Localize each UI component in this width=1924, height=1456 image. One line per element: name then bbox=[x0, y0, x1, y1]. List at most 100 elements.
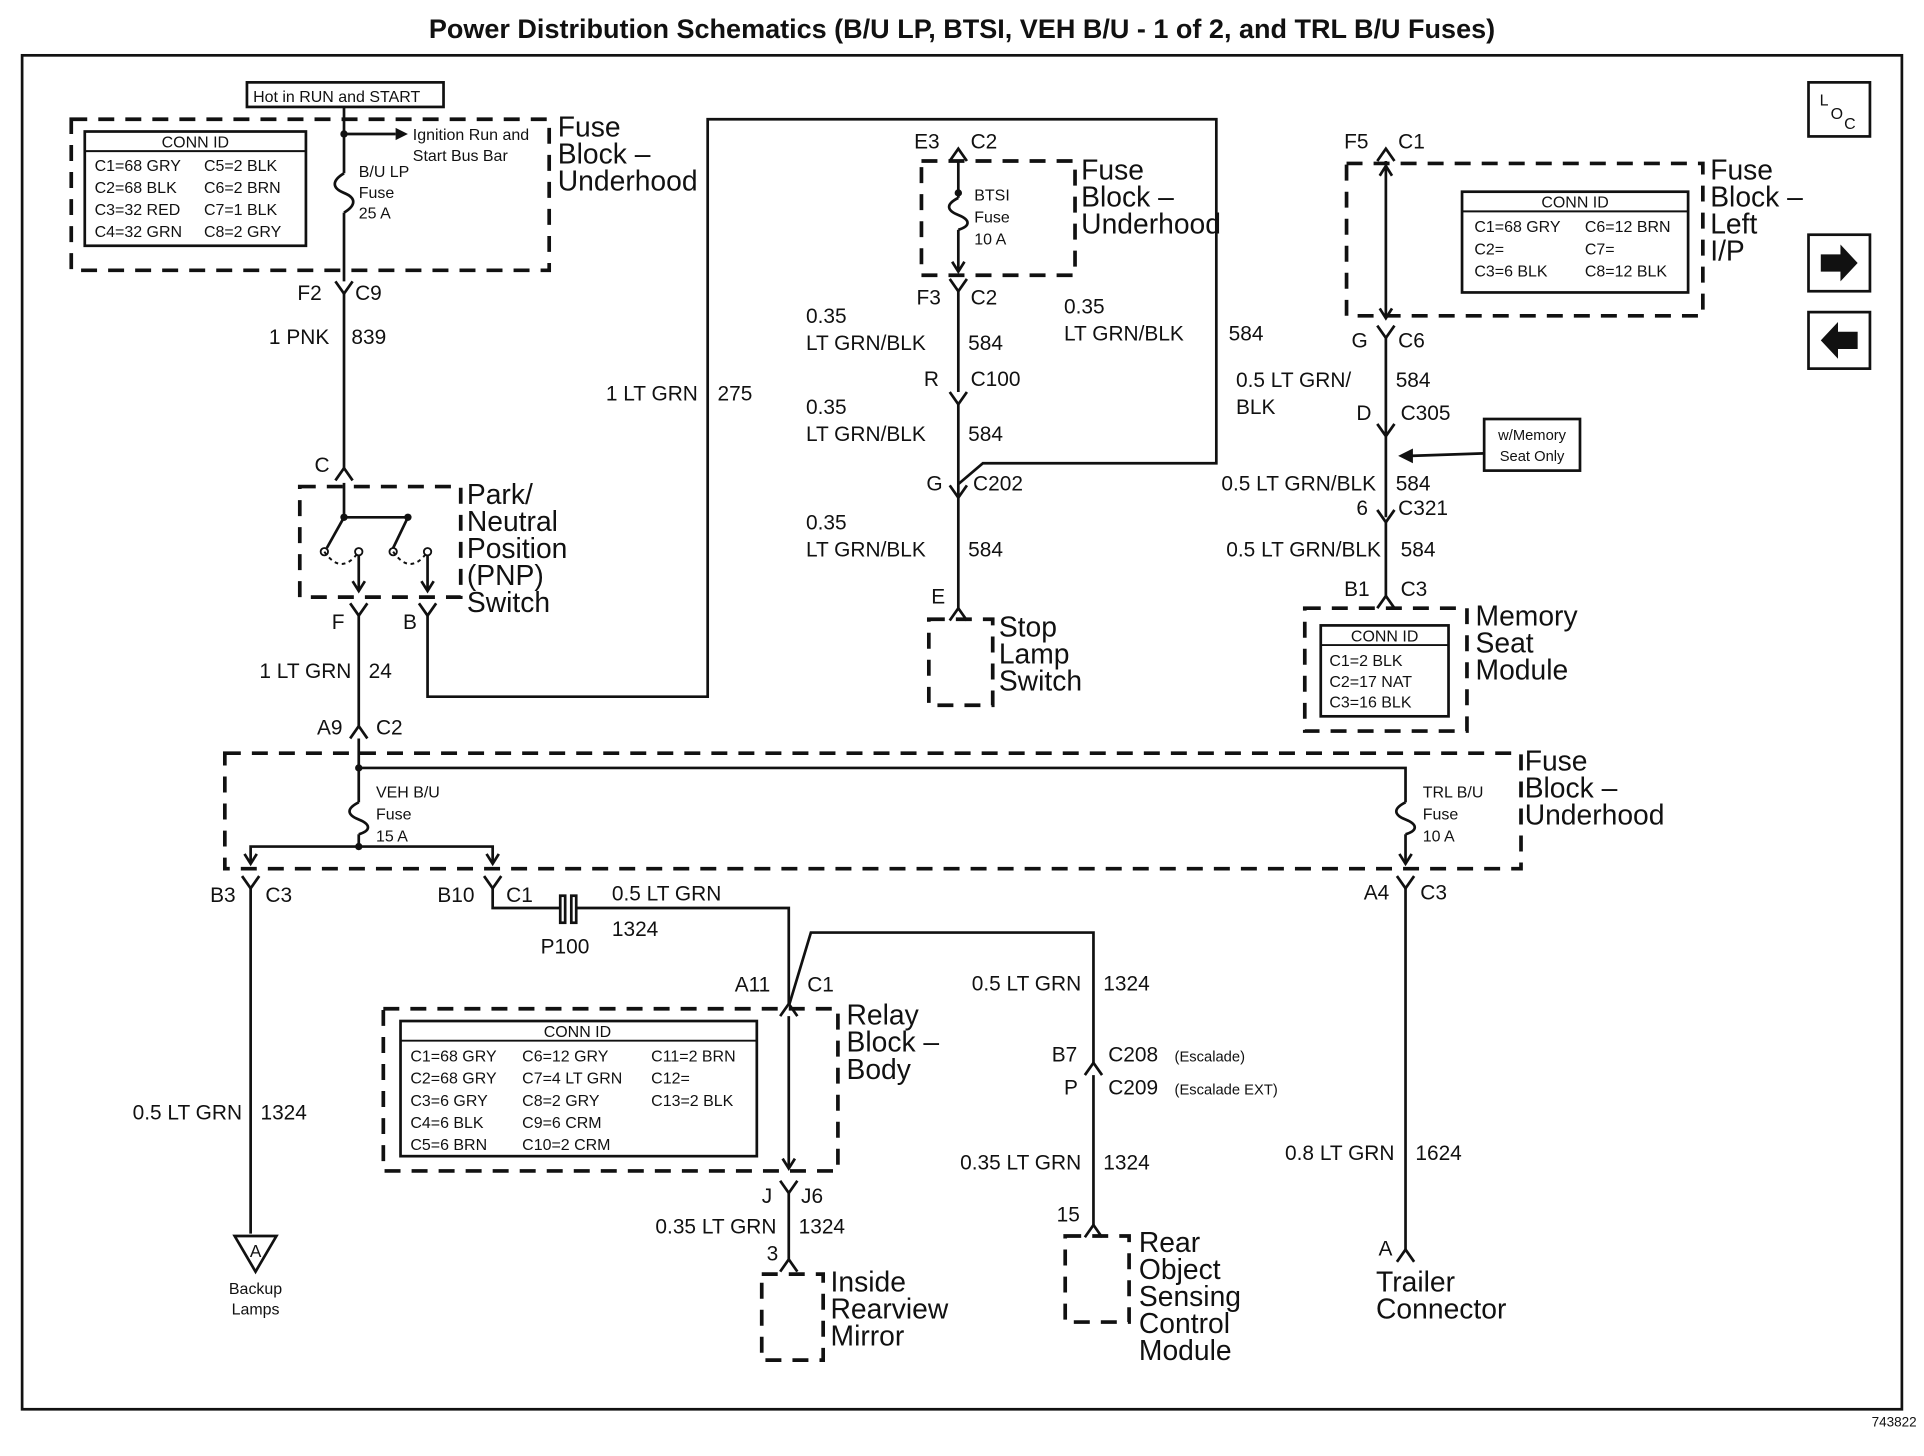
svg-text:C3: C3 bbox=[265, 884, 292, 907]
stop-lamp-switch-outline bbox=[926, 617, 995, 708]
svg-text:C2: C2 bbox=[971, 287, 998, 310]
svg-text:P: P bbox=[1064, 1077, 1078, 1100]
svg-text:D: D bbox=[1356, 402, 1371, 425]
svg-text:584: 584 bbox=[968, 539, 1003, 562]
next-page-button[interactable] bbox=[1807, 233, 1872, 293]
svg-text:C6=2 BRN: C6=2 BRN bbox=[204, 180, 281, 197]
svg-text:275: 275 bbox=[718, 383, 753, 406]
bu-lp-fuse: B/U LP Fuse 25 A bbox=[333, 164, 410, 282]
svg-text:C100: C100 bbox=[971, 368, 1021, 391]
svg-text:B10: B10 bbox=[437, 884, 474, 907]
svg-text:Seat Only: Seat Only bbox=[1500, 449, 1565, 465]
mirror-outline bbox=[759, 1272, 826, 1362]
svg-text:Trailer: Trailer bbox=[1376, 1265, 1455, 1297]
conn-id-table-underhood: CONN ID C1=68 GRY C5=2 BLK C2=68 BLK C6=… bbox=[83, 130, 308, 248]
svg-text:Switch: Switch bbox=[999, 665, 1082, 697]
svg-text:LT GRN/BLK: LT GRN/BLK bbox=[806, 332, 926, 355]
svg-text:I/P: I/P bbox=[1710, 235, 1745, 267]
rear-object-sensing-outline bbox=[1063, 1234, 1131, 1324]
wire-1324-p100: 0.5 LT GRN 1324 bbox=[491, 883, 791, 1007]
svg-text:C13=2 BLK: C13=2 BLK bbox=[651, 1093, 733, 1110]
svg-text:C6: C6 bbox=[1398, 330, 1425, 353]
svg-text:C9=6 CRM: C9=6 CRM bbox=[522, 1115, 601, 1132]
svg-text:584: 584 bbox=[1401, 539, 1436, 562]
svg-text:C: C bbox=[1844, 116, 1856, 133]
connector-a-trailer: A bbox=[1378, 1238, 1416, 1263]
svg-text:B7: B7 bbox=[1052, 1044, 1078, 1067]
connector-6-c321: 6 C321 bbox=[1356, 497, 1448, 525]
prev-page-button[interactable] bbox=[1807, 310, 1872, 370]
svg-text:Fuse: Fuse bbox=[376, 807, 412, 824]
fuse-block-left-ip-label: Fuse Block – Left I/P bbox=[1710, 153, 1803, 266]
svg-text:B3: B3 bbox=[210, 884, 236, 907]
svg-text:C5=2 BLK: C5=2 BLK bbox=[204, 158, 278, 175]
rear-object-sensing-label: Rear Object Sensing Control Module bbox=[1139, 1226, 1241, 1366]
fuse-block-underhood-1-outline bbox=[69, 117, 552, 273]
svg-text:1324: 1324 bbox=[1103, 1152, 1149, 1175]
wire-1324-rso: 0.35 LT GRN 1324 bbox=[960, 1075, 1150, 1225]
svg-text:0.5 LT GRN: 0.5 LT GRN bbox=[133, 1101, 242, 1124]
svg-text:(Escalade EXT): (Escalade EXT) bbox=[1175, 1083, 1278, 1099]
connector-15-rso: 15 bbox=[1057, 1203, 1104, 1239]
svg-text:C1=2 BLK: C1=2 BLK bbox=[1329, 653, 1403, 670]
svg-text:15: 15 bbox=[1057, 1203, 1080, 1226]
svg-text:(PNP): (PNP) bbox=[467, 559, 544, 591]
svg-text:C3: C3 bbox=[1401, 578, 1428, 601]
svg-text:584: 584 bbox=[968, 332, 1003, 355]
svg-text:C9: C9 bbox=[355, 282, 382, 305]
connector-3-mirror: 3 bbox=[767, 1243, 799, 1273]
svg-text:584: 584 bbox=[1396, 472, 1431, 495]
svg-text:TRL B/U: TRL B/U bbox=[1423, 784, 1484, 801]
svg-text:Memory: Memory bbox=[1476, 599, 1579, 631]
svg-text:1324: 1324 bbox=[260, 1101, 306, 1124]
svg-text:C321: C321 bbox=[1398, 497, 1448, 520]
svg-text:P100: P100 bbox=[541, 935, 590, 958]
wire-584-right-upper: 0.35 LT GRN/BLK 584 bbox=[1064, 295, 1263, 345]
svg-text:6: 6 bbox=[1356, 497, 1368, 520]
svg-text:A9: A9 bbox=[317, 717, 343, 740]
svg-text:0.35: 0.35 bbox=[806, 512, 847, 535]
svg-text:C12=: C12= bbox=[651, 1071, 690, 1088]
wire-584-e: 0.5 LT GRN/ BLK 584 bbox=[1236, 337, 1431, 434]
svg-text:B/U LP: B/U LP bbox=[359, 164, 410, 181]
memory-seat-module-label: Memory Seat Module bbox=[1476, 599, 1579, 685]
inside-rearview-mirror-label: Inside Rearview Mirror bbox=[831, 1265, 949, 1351]
svg-text:Inside: Inside bbox=[831, 1265, 906, 1297]
svg-text:J: J bbox=[762, 1185, 772, 1208]
figure-id: 743822 bbox=[1872, 1414, 1917, 1429]
wire-584-f: 0.5 LT GRN/BLK 584 bbox=[1221, 436, 1431, 518]
svg-text:C8=12 BLK: C8=12 BLK bbox=[1585, 263, 1667, 280]
pnp-switch-outline bbox=[297, 484, 463, 599]
svg-text:C10=2 CRM: C10=2 CRM bbox=[522, 1137, 610, 1154]
svg-text:Seat: Seat bbox=[1476, 626, 1534, 658]
fuse-block-underhood-3-outline bbox=[222, 751, 1523, 871]
connector-c-pnp: C bbox=[315, 454, 354, 482]
fuse-block-left-ip-outline bbox=[1344, 161, 1705, 318]
svg-text:C6=12 GRY: C6=12 GRY bbox=[522, 1049, 609, 1066]
svg-text:1 PNK: 1 PNK bbox=[269, 326, 329, 349]
svg-text:839: 839 bbox=[351, 326, 386, 349]
svg-text:0.35: 0.35 bbox=[806, 396, 847, 419]
page-title: Power Distribution Schematics (B/U LP, B… bbox=[429, 14, 1495, 44]
svg-text:C1=68 GRY: C1=68 GRY bbox=[1474, 219, 1561, 236]
svg-text:C3: C3 bbox=[1420, 881, 1447, 904]
connector-j-j6: J J6 bbox=[762, 1179, 823, 1208]
relay-block-label: Relay Block – Body bbox=[847, 999, 940, 1085]
svg-text:0.5 LT GRN: 0.5 LT GRN bbox=[612, 883, 721, 906]
svg-text:Fuse: Fuse bbox=[974, 209, 1010, 226]
svg-text:Neutral: Neutral bbox=[467, 505, 558, 537]
svg-text:C4=6 BLK: C4=6 BLK bbox=[410, 1115, 484, 1132]
svg-text:Block –: Block – bbox=[558, 137, 651, 169]
svg-text:Fuse: Fuse bbox=[1525, 744, 1588, 776]
svg-text:Fuse: Fuse bbox=[1081, 153, 1144, 185]
connector-e-stop-lamp: E bbox=[931, 585, 969, 622]
relay-block-outline bbox=[381, 1006, 840, 1173]
svg-text:C6=12 BRN: C6=12 BRN bbox=[1585, 219, 1671, 236]
loc-button[interactable]: L O C bbox=[1807, 81, 1872, 138]
connector-g-c6: G C6 bbox=[1351, 324, 1425, 353]
svg-text:C4=32 GRN: C4=32 GRN bbox=[95, 224, 182, 241]
conn-id-table-left-ip: CONN ID C1=68 GRY C6=12 BRN C2= C7= C3=6… bbox=[1460, 190, 1690, 294]
svg-text:C7=1 BLK: C7=1 BLK bbox=[204, 202, 278, 219]
ignition-bus-bar: Ignition Run and Start Bus Bar bbox=[340, 106, 529, 174]
svg-text:B: B bbox=[403, 611, 417, 634]
